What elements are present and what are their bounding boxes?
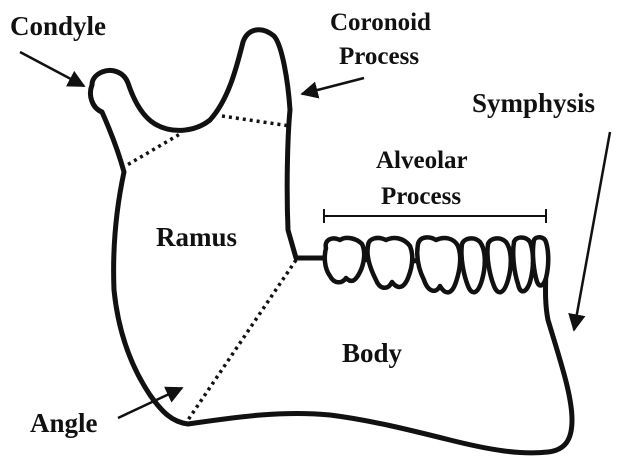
condyle-label: Condyle	[10, 11, 106, 41]
body-label: Body	[342, 338, 403, 368]
condyle-arrow	[20, 52, 84, 86]
symphysis-label: Symphysis	[472, 88, 595, 118]
tooth-premolar-2	[461, 238, 484, 292]
alveolar-bracket	[324, 209, 546, 223]
tooth-molar-1	[417, 237, 460, 292]
teeth	[325, 237, 548, 292]
tooth-premolar-1	[487, 238, 510, 292]
tooth-canine	[513, 238, 533, 292]
ramus-label: Ramus	[156, 222, 237, 252]
coronoid-ramus-boundary	[222, 116, 290, 126]
alveolar-label-line2: Process	[381, 183, 461, 210]
condyle-ramus-boundary	[122, 134, 180, 168]
coronoid-arrow	[302, 78, 364, 94]
tooth-incisor	[533, 237, 548, 285]
angle-label: Angle	[30, 408, 98, 438]
alveolar-label-line1: Alveolar	[376, 147, 468, 174]
coronoid-label-line2: Process	[339, 43, 419, 70]
tooth-molar-2	[367, 238, 412, 288]
symphysis-arrow	[574, 132, 610, 330]
coronoid-label-line1: Coronoid	[330, 9, 431, 36]
tooth-molar-3	[325, 238, 364, 282]
ramus-body-boundary	[188, 260, 296, 420]
